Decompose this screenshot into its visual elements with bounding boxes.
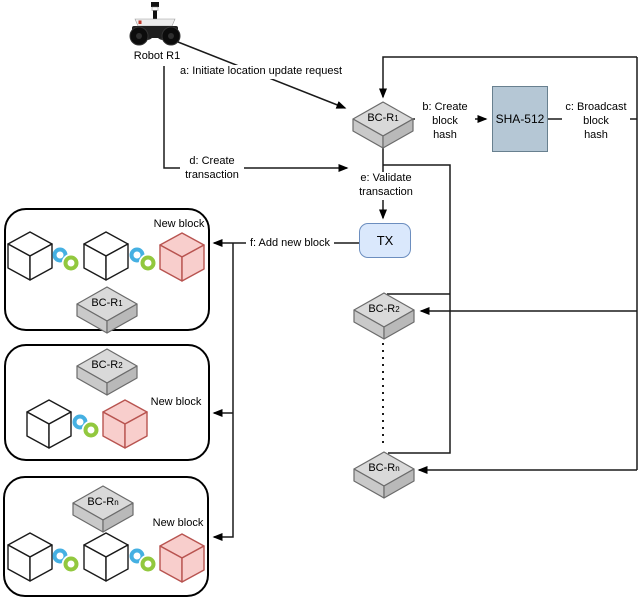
block-cube bbox=[7, 231, 53, 281]
chain-link-icon bbox=[132, 250, 154, 269]
tx-node: TX bbox=[359, 223, 411, 258]
chain-link-icon bbox=[75, 417, 97, 436]
edge-d-line bbox=[163, 66, 349, 172]
sha512-node: SHA-512 bbox=[492, 86, 548, 152]
block-cube bbox=[83, 231, 129, 281]
new-block-cube bbox=[159, 232, 205, 282]
robot-label: Robot R1 bbox=[133, 50, 181, 62]
robot-icon bbox=[129, 2, 181, 46]
broadcast-top-loop-line bbox=[379, 56, 637, 99]
tx-label: TX bbox=[376, 233, 394, 248]
new-block-cube bbox=[102, 399, 148, 449]
new-block-cube bbox=[159, 533, 205, 583]
sha512-label: SHA-512 bbox=[495, 112, 545, 126]
panel3-new-block-label: New block bbox=[152, 517, 204, 529]
block-cube bbox=[83, 532, 129, 582]
block-cube bbox=[26, 399, 72, 449]
block-cube bbox=[7, 532, 53, 582]
addblock-bus-line bbox=[212, 243, 234, 541]
chain-link-icon bbox=[55, 551, 77, 570]
chain-link-icon bbox=[55, 250, 77, 269]
panel1-new-block-label: New block bbox=[153, 218, 205, 230]
chain-link-icon bbox=[132, 551, 154, 570]
edge-b-label: b: Create block hash bbox=[415, 101, 475, 143]
panel2-new-block-label: New block bbox=[150, 396, 202, 408]
edge-a-label: a: Initiate location update request bbox=[172, 65, 350, 79]
edge-e-label: e: Validate transaction bbox=[355, 172, 417, 200]
edge-d-label: d: Create transaction bbox=[180, 155, 244, 183]
edge-c-label: c: Broadcast block hash bbox=[562, 101, 630, 143]
edge-f-label: f: Add new block bbox=[246, 237, 334, 251]
validate-bus-line bbox=[383, 164, 451, 454]
